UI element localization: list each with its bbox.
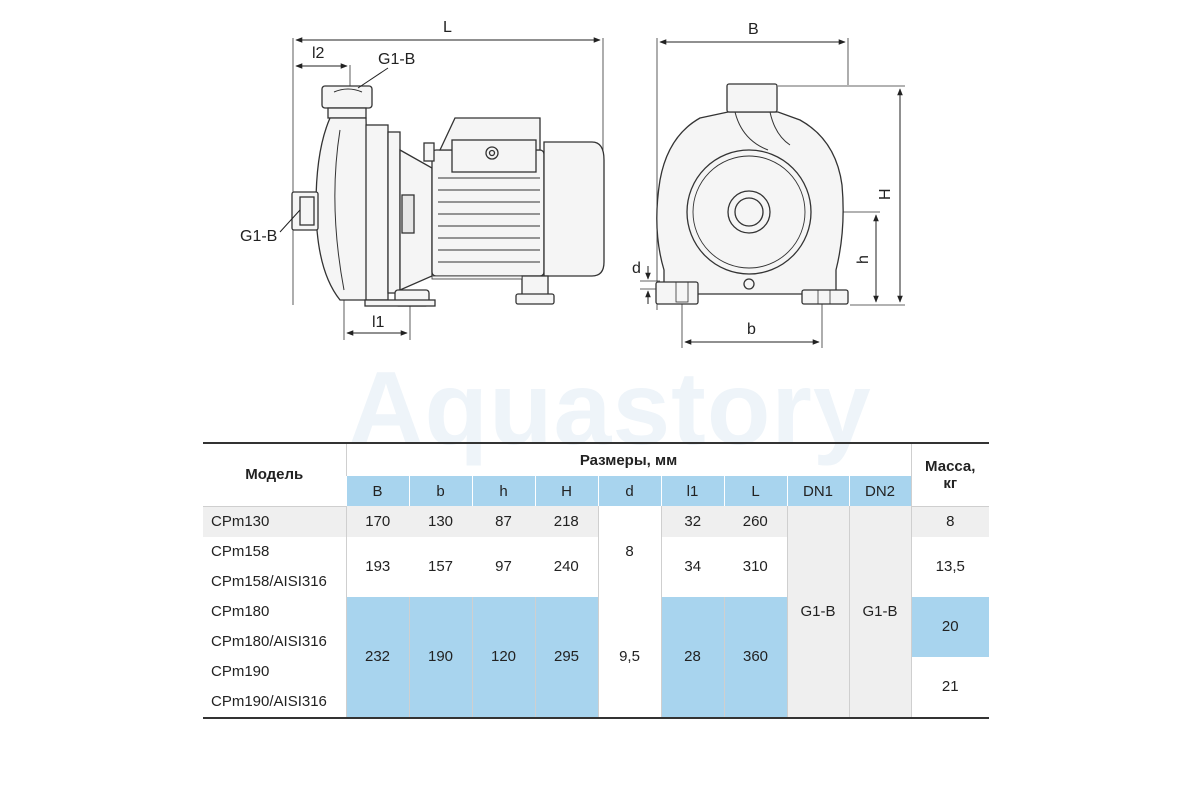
header-dimensions: Размеры, мм — [345, 443, 911, 476]
cell-DN1: G1-B — [786, 506, 850, 718]
model-name: CPm190 — [211, 663, 270, 680]
model-name: CPm180 — [211, 603, 270, 620]
label-h: h — [855, 255, 872, 264]
cell-mass: 20 — [910, 596, 989, 657]
cell-h: 87 — [472, 506, 535, 537]
model-name: CPm190/AISI316 — [211, 693, 327, 710]
header-model: Модель — [203, 443, 346, 507]
cell-B: 232 — [345, 596, 409, 718]
column-H: H — [534, 476, 598, 506]
column-d: d — [597, 476, 661, 506]
label-B: B — [748, 21, 759, 38]
table-row: CPm190 21 — [203, 656, 989, 718]
front-view — [640, 38, 905, 348]
cell-mass: 21 — [910, 656, 989, 718]
cell-d: 8 — [597, 506, 661, 597]
cell-H: 240 — [553, 558, 579, 575]
label-L: L — [443, 19, 452, 36]
column-b: b — [408, 476, 472, 506]
cell-d: 9,5 — [597, 596, 661, 718]
model-name: CPm158 — [211, 543, 270, 560]
table-row: CPm180 232 190 120 295 9,5 28 360 20 — [203, 596, 989, 718]
model-name: CPm158/AISI316 — [211, 573, 327, 590]
table-row: CPm190/AISI316 — [203, 687, 989, 718]
cell-B: 193 — [345, 536, 409, 597]
table-row: CPm158 193 157 97 240 34 310 13,5 — [203, 536, 989, 597]
column-l1: l1 — [660, 476, 724, 506]
label-l2: l2 — [312, 45, 325, 62]
label-inlet-thread: G1-B — [240, 228, 277, 245]
column-DN2: DN2 — [848, 476, 911, 506]
column-L: L — [723, 476, 787, 506]
column-h: h — [471, 476, 535, 506]
cell-l1: 28 — [660, 596, 724, 718]
label-b: b — [747, 321, 756, 338]
cell-b: 130 — [409, 506, 472, 537]
header-mass: Масса, кг — [910, 443, 989, 507]
cell-B: 170 — [345, 506, 409, 537]
model-name: CPm180/AISI316 — [211, 633, 327, 650]
table-row: CPm158/AISI316 — [203, 567, 989, 597]
cell-mass: 13,5 — [910, 536, 989, 597]
cell-H: 295 — [534, 596, 598, 718]
cell-DN2: G1-B — [849, 506, 911, 718]
table-row: CPm180/AISI316 — [203, 627, 989, 657]
table-row: CPm130 170 130 87 218 8 32 260 G1-B G1-B… — [203, 506, 989, 718]
cell-mass: 8 — [910, 506, 989, 537]
cell-b: 190 — [408, 596, 472, 718]
pump-drawing: L l2 G1-B G1-B l1 — [240, 19, 905, 348]
dimensions-table: Модель Размеры, мм Масса, кг B b h H d l… — [203, 442, 989, 719]
label-H: H — [877, 188, 894, 200]
cell-l1: 32 — [660, 506, 724, 537]
header-mass-line2: кг — [943, 474, 958, 492]
cell-h: 97 — [495, 558, 512, 575]
cell-L: 310 — [742, 558, 768, 575]
side-view-dimensions — [279, 37, 601, 336]
label-d: d — [632, 260, 641, 277]
cell-L: 260 — [724, 506, 787, 537]
label-outlet-thread: G1-B — [378, 51, 415, 68]
column-DN1: DN1 — [786, 476, 849, 506]
front-view-dimensions — [645, 39, 903, 345]
label-l1: l1 — [372, 314, 385, 331]
cell-h: 120 — [471, 596, 535, 718]
column-B: B — [345, 476, 409, 506]
cell-b: 157 — [427, 558, 454, 575]
cell-H: 218 — [535, 506, 598, 537]
cell-l1: 34 — [660, 536, 724, 597]
cell-L: 360 — [723, 596, 787, 718]
header-mass-line1: Масса, — [925, 457, 976, 475]
side-view — [291, 38, 605, 340]
model-name: CPm130 — [203, 506, 346, 537]
